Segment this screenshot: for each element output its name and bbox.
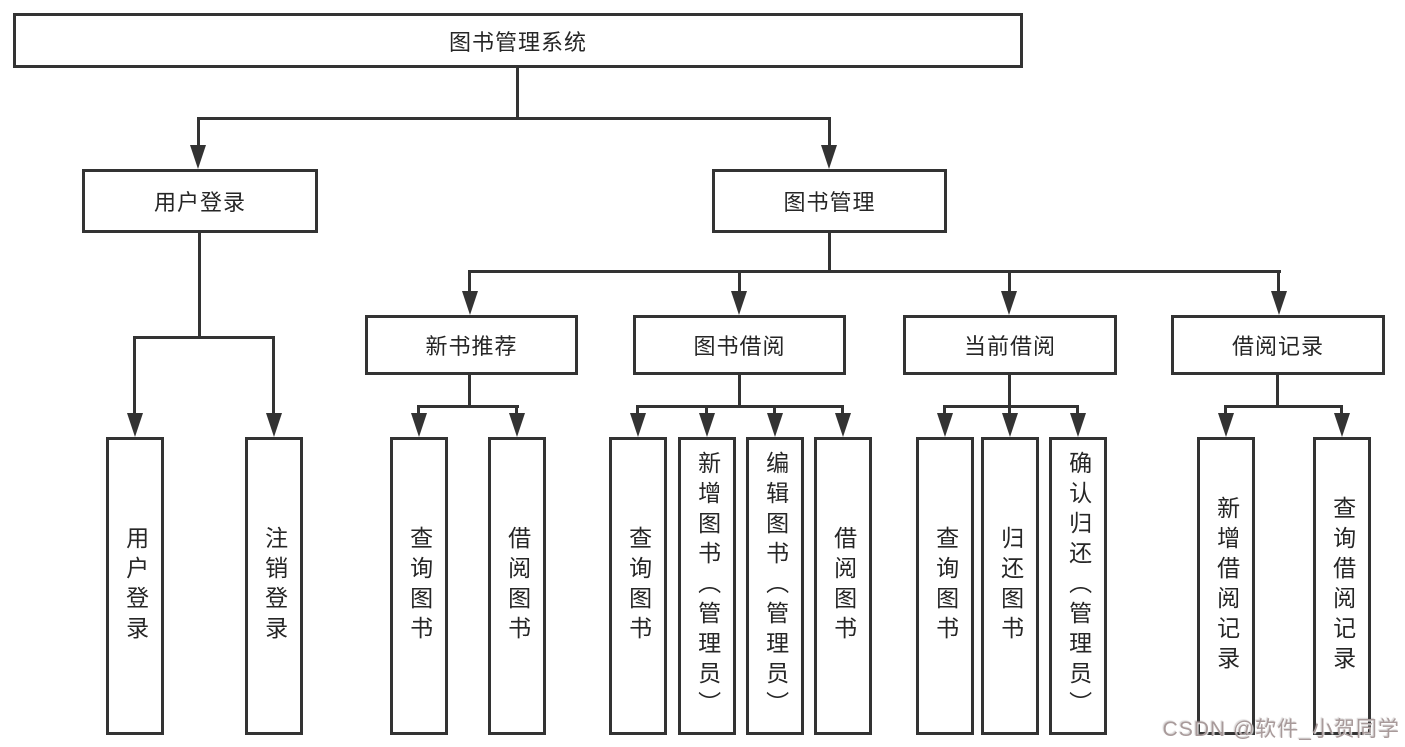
- node-book-management-label: 图书管理: [783, 190, 876, 215]
- node-borrow-records: 借阅记录: [1171, 315, 1385, 375]
- node-book-borrowing-label: 图书借阅: [693, 334, 786, 359]
- leaf-logout: 注销登录: [245, 437, 303, 735]
- node-book-borrowing: 图书借阅: [633, 315, 846, 375]
- leaf-confirm-return-admin: 确认归还（管理员）: [1049, 437, 1107, 735]
- edge-newbook-stub-1: [417, 405, 420, 415]
- arrowhead-leaf-query-book-2: [630, 413, 646, 437]
- leaf-return-book: 归还图书: [981, 437, 1039, 735]
- arrowhead-leaf-edit-book: [767, 413, 783, 437]
- edge-root-stem: [516, 68, 519, 120]
- leaf-query-book-3: 查询图书: [916, 437, 974, 735]
- arrowhead-leaf-add-book: [699, 413, 715, 437]
- edge-records-stem: [1276, 375, 1279, 408]
- edge-mgmt-to-borrowing-stub: [738, 270, 741, 295]
- edge-root-to-mgmt-stub: [828, 119, 831, 149]
- arrowhead-book-management: [821, 145, 837, 169]
- edge-borrowing-stem: [738, 375, 741, 408]
- leaf-query-book-3-label: 查询图书: [932, 526, 959, 646]
- node-new-book-recommend: 新书推荐: [365, 315, 578, 375]
- node-current-borrowing-label: 当前借阅: [963, 334, 1056, 359]
- arrowhead-leaf-borrow-book-2: [835, 413, 851, 437]
- leaf-query-borrow-record-label: 查询借阅记录: [1329, 496, 1356, 676]
- arrowhead-leaf-confirm-return: [1070, 413, 1086, 437]
- node-current-borrowing: 当前借阅: [903, 315, 1117, 375]
- leaf-add-borrow-record-label: 新增借阅记录: [1213, 496, 1240, 676]
- leaf-add-borrow-record: 新增借阅记录: [1197, 437, 1255, 735]
- edge-user-stem: [198, 233, 201, 339]
- csdn-watermark: CSDN @软件_小贺同学: [1162, 718, 1400, 741]
- edge-user-to-logout-stub: [272, 336, 275, 415]
- edge-borrowing-stub-2: [705, 405, 708, 415]
- edge-mgmt-hbar: [468, 270, 1281, 273]
- node-book-management: 图书管理: [712, 169, 947, 233]
- leaf-confirm-return-admin-label: 确认归还（管理员）: [1065, 451, 1092, 721]
- arrowhead-leaf-return-book: [1002, 413, 1018, 437]
- node-root: 图书管理系统: [13, 13, 1023, 68]
- edge-root-hbar: [197, 117, 831, 120]
- edge-current-stem: [1008, 375, 1011, 408]
- node-user-login: 用户登录: [82, 169, 318, 233]
- edge-mgmt-to-current-stub: [1008, 270, 1011, 295]
- edge-user-hbar: [133, 336, 275, 339]
- arrowhead-book-borrowing: [731, 291, 747, 315]
- arrowhead-leaf-query-book-1: [411, 413, 427, 437]
- arrowhead-leaf-query-borrow-record: [1334, 413, 1350, 437]
- leaf-add-book-admin: 新增图书（管理员）: [678, 437, 736, 735]
- leaf-return-book-label: 归还图书: [997, 526, 1024, 646]
- leaf-user-login-label: 用户登录: [122, 526, 149, 646]
- arrowhead-borrow-records: [1271, 291, 1287, 315]
- edge-mgmt-to-records-stub: [1277, 270, 1280, 295]
- leaf-edit-book-admin: 编辑图书（管理员）: [746, 437, 804, 735]
- leaf-borrow-book-1-label: 借阅图书: [504, 526, 531, 646]
- leaf-borrow-book-2: 借阅图书: [814, 437, 872, 735]
- edge-newbook-stem: [468, 375, 471, 408]
- leaf-query-borrow-record: 查询借阅记录: [1313, 437, 1371, 735]
- leaf-logout-label: 注销登录: [261, 526, 288, 646]
- arrowhead-leaf-user-login: [127, 413, 143, 437]
- edge-borrowing-hbar: [636, 405, 844, 408]
- edge-borrowing-stub-3: [773, 405, 776, 415]
- leaf-query-book-2: 查询图书: [609, 437, 667, 735]
- edge-mgmt-stem: [828, 233, 831, 273]
- edge-records-hbar: [1224, 405, 1343, 408]
- leaf-user-login: 用户登录: [106, 437, 164, 735]
- arrowhead-current-borrowing: [1001, 291, 1017, 315]
- leaf-borrow-book-2-label: 借阅图书: [830, 526, 857, 646]
- edge-current-stub-3: [1076, 405, 1079, 415]
- leaf-query-book-1-label: 查询图书: [406, 526, 433, 646]
- edge-mgmt-to-newbook-stub: [468, 270, 471, 295]
- arrowhead-user-login: [190, 145, 206, 169]
- arrowhead-leaf-logout: [266, 413, 282, 437]
- edge-borrowing-stub-4: [841, 405, 844, 415]
- edge-records-stub-1: [1224, 405, 1227, 415]
- arrowhead-new-book-recommend: [462, 291, 478, 315]
- edge-user-to-login-stub: [133, 336, 136, 415]
- edge-current-hbar: [943, 405, 1079, 408]
- leaf-add-book-admin-label: 新增图书（管理员）: [694, 451, 721, 721]
- node-new-book-recommend-label: 新书推荐: [425, 334, 518, 359]
- node-root-label: 图书管理系统: [448, 29, 587, 55]
- edge-root-to-user-stub: [197, 119, 200, 149]
- node-user-login-label: 用户登录: [153, 190, 246, 215]
- edge-records-stub-2: [1340, 405, 1343, 415]
- edge-current-stub-2: [1008, 405, 1011, 415]
- leaf-query-book-2-label: 查询图书: [625, 526, 652, 646]
- node-borrow-records-label: 借阅记录: [1231, 334, 1324, 359]
- edge-current-stub-1: [943, 405, 946, 415]
- edge-borrowing-stub-1: [636, 405, 639, 415]
- arrowhead-leaf-borrow-book-1: [509, 413, 525, 437]
- arrowhead-leaf-add-borrow-record: [1218, 413, 1234, 437]
- leaf-edit-book-admin-label: 编辑图书（管理员）: [762, 451, 789, 721]
- leaf-borrow-book-1: 借阅图书: [488, 437, 546, 735]
- leaf-query-book-1: 查询图书: [390, 437, 448, 735]
- edge-newbook-hbar: [417, 405, 519, 408]
- arrowhead-leaf-query-book-3: [937, 413, 953, 437]
- edge-newbook-stub-2: [515, 405, 518, 415]
